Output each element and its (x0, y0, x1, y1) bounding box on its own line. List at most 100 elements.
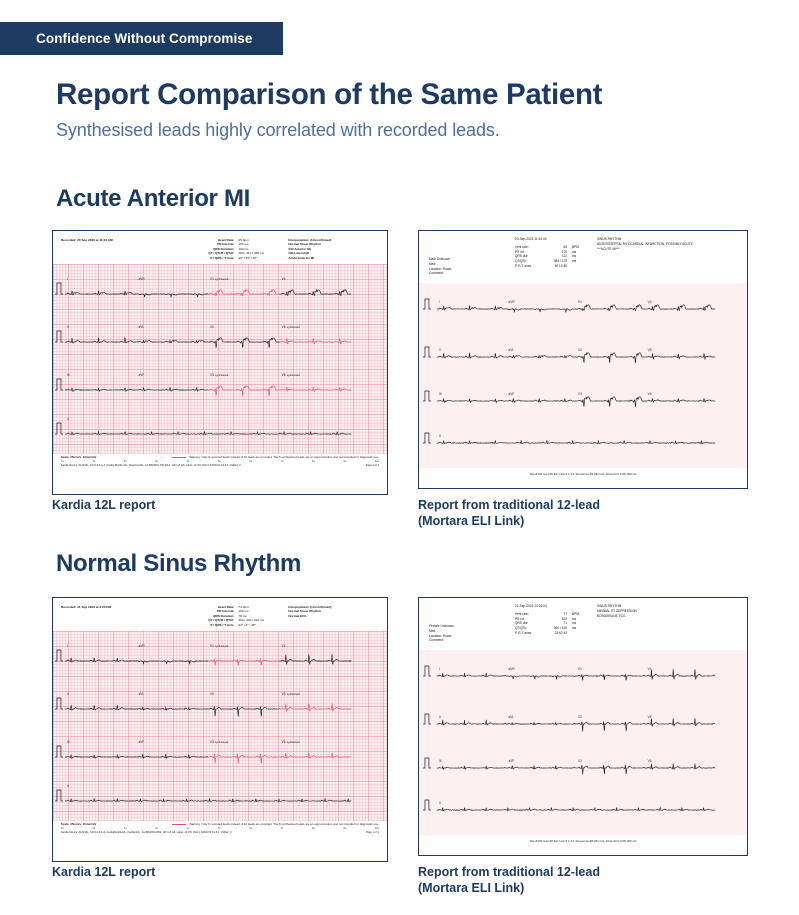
kardia-vital-label: P / QRS / T Axis: (210, 255, 235, 260)
ecg-lead-label: V2 (210, 325, 214, 329)
ecg-recorded-trace (575, 673, 646, 681)
kardia-scale-1: Scale: 25mm/s, 10mm/mV (61, 822, 97, 827)
kardia-report-0[interactable]: Recorded: 20 Sep 2023 at 11:34 AM Heart … (52, 230, 388, 495)
mortara-measurement-value: 170 (561, 249, 567, 254)
synth-legend-swatch-icon (172, 456, 187, 458)
kardia-vital-row: PR Interval:153 ms (188, 242, 280, 246)
ecg-lead-label: aVR (138, 277, 145, 281)
mortara-measurement-value: 384 / 375 (553, 259, 567, 264)
ecg-lead-label: I (67, 277, 68, 281)
ecg-rhythm-lead-label: II (439, 801, 441, 805)
ecg-recorded-trace (436, 304, 507, 311)
ecg-rhythm-strip-trace (64, 431, 352, 436)
ecg-calibration-pulse (54, 331, 63, 343)
ecg-recorded-trace (575, 764, 646, 775)
kardia-time-tick: 8s (312, 827, 315, 831)
mortara-patient-line: Med: . (429, 628, 438, 633)
ecg-lead-label: II (439, 715, 441, 719)
kardia-time-tick: 9s (343, 827, 347, 831)
ecg-recorded-trace (279, 289, 352, 297)
ecg-recorded-trace (645, 397, 716, 403)
kardia-interpretation-1: Interpretation: (Unconfirmed)Normal Sinu… (280, 605, 379, 627)
section-heading-1: Normal Sinus Rhythm (56, 550, 301, 577)
ecg-calibration-pulse (54, 650, 63, 662)
kardia-recorded-1: Recorded: 21 Sep 2023 at 2:20 PM (61, 605, 188, 627)
kardia-vital-row: Heart Rate:74 bpm (188, 605, 280, 609)
ecg-recorded-trace (64, 658, 137, 664)
mortara-measurement-label: PR int: (515, 249, 525, 254)
ecg-recorded-trace (506, 308, 577, 314)
ecg-recorded-trace (136, 706, 209, 712)
kardia-legal-1: Kardia Device: 6L/9/12L, KAY12-6-6-A, Ka… (53, 830, 387, 836)
ecg-lead-label: aVR (508, 667, 515, 671)
kardia-vital-value: 78 ms (238, 613, 247, 618)
ecg-recorded-trace (436, 352, 507, 359)
ecg-lead-label: V3synthesised (210, 740, 229, 744)
ecg-recorded-trace (645, 304, 716, 312)
ecg-lead-label: V4 (282, 277, 286, 281)
mortara-measurement-row: P-R-T axes:50 13 85 (515, 264, 579, 269)
kardia-interp-title: Interpretation: (Unconfirmed) (288, 605, 332, 609)
ecg-calibration-pulse (422, 432, 431, 444)
kardia-time-tick: 7s (280, 827, 284, 831)
mortara-measurement-label: PR int: (515, 616, 525, 621)
page-subtitle: Synthesised leads highly correlated with… (56, 120, 500, 140)
kardia-footer-0: Scale: 25mm/s, 10mm/mV Warning: Only 6 r… (53, 454, 387, 459)
ecg-recorded-trace (64, 290, 137, 296)
kardia-vital-label: QRS Duration: (213, 613, 235, 618)
mortara-measurement-value: 112 (561, 254, 567, 259)
kardia-vital-row: QRS Duration:78 ms (188, 614, 280, 618)
kardia-vital-row: P / QRS / T Axis:62° / 4° / 38° (188, 623, 280, 627)
ecg-synthesised-trace (207, 289, 280, 297)
kardia-vital-row: QT / QTcB / QTcF:400 / 440 / 420 ms (188, 618, 280, 622)
kardia-vital-row: QT / QTcB / QTcF:384 / 412 / 406 ms (188, 251, 280, 255)
kardia-caption-0: Kardia 12L report (52, 498, 156, 512)
kardia-time-tick: 5s (217, 827, 221, 831)
ecg-calibration-pulse (54, 698, 63, 710)
ecg-synthesised-trace (279, 703, 352, 713)
mortara-measurement-value: 77 (563, 611, 567, 616)
kardia-time-tick: 1s (92, 827, 96, 831)
mortara-measurement-unit: ms (572, 626, 577, 631)
ecg-lead-label: III (439, 759, 442, 763)
kardia-warning-text-0: Warning: Only 6 recorded leads instead o… (189, 455, 379, 460)
mortara-patient-line: Female Unknown (429, 624, 454, 628)
ecg-recorded-trace (64, 705, 137, 712)
kardia-legal-0: Kardia Device: 6L/9/12L, KAY12-6-6-A, Ka… (53, 463, 387, 469)
ecg-recorded-trace (576, 303, 646, 312)
ecg-recorded-trace (506, 765, 577, 770)
ecg-synthesised-trace (207, 658, 280, 666)
ecg-lead-label: II (67, 692, 69, 696)
kardia-time-tick: 1s (92, 460, 96, 464)
mortara-measurement-label: QRS dur: (515, 621, 529, 626)
kardia-time-tick: 5s (217, 460, 221, 464)
kardia-vital-row: Heart Rate:65 bpm (188, 238, 280, 242)
mortara-measurement-unit: ms (572, 259, 577, 264)
ecg-lead-label: III (67, 740, 70, 744)
kardia-report-1[interactable]: Recorded: 21 Sep 2023 at 2:20 PM Heart R… (52, 597, 388, 862)
ecg-recorded-trace (136, 387, 209, 393)
ecg-lead-label: V4 (648, 667, 652, 671)
ecg-lead-label: aVF (508, 392, 514, 396)
kardia-header-1: Recorded: 21 Sep 2023 at 2:20 PM Heart R… (53, 598, 387, 631)
ecg-calibration-pulse (422, 713, 431, 725)
kardia-time-tick: 3s (155, 460, 158, 464)
ecg-lead-label: V4 (282, 644, 286, 648)
kardia-interp-line: Acute Anterior MI (288, 255, 315, 260)
ecg-lead-label: V3 (578, 392, 582, 396)
ecg-recorded-trace (64, 754, 137, 760)
